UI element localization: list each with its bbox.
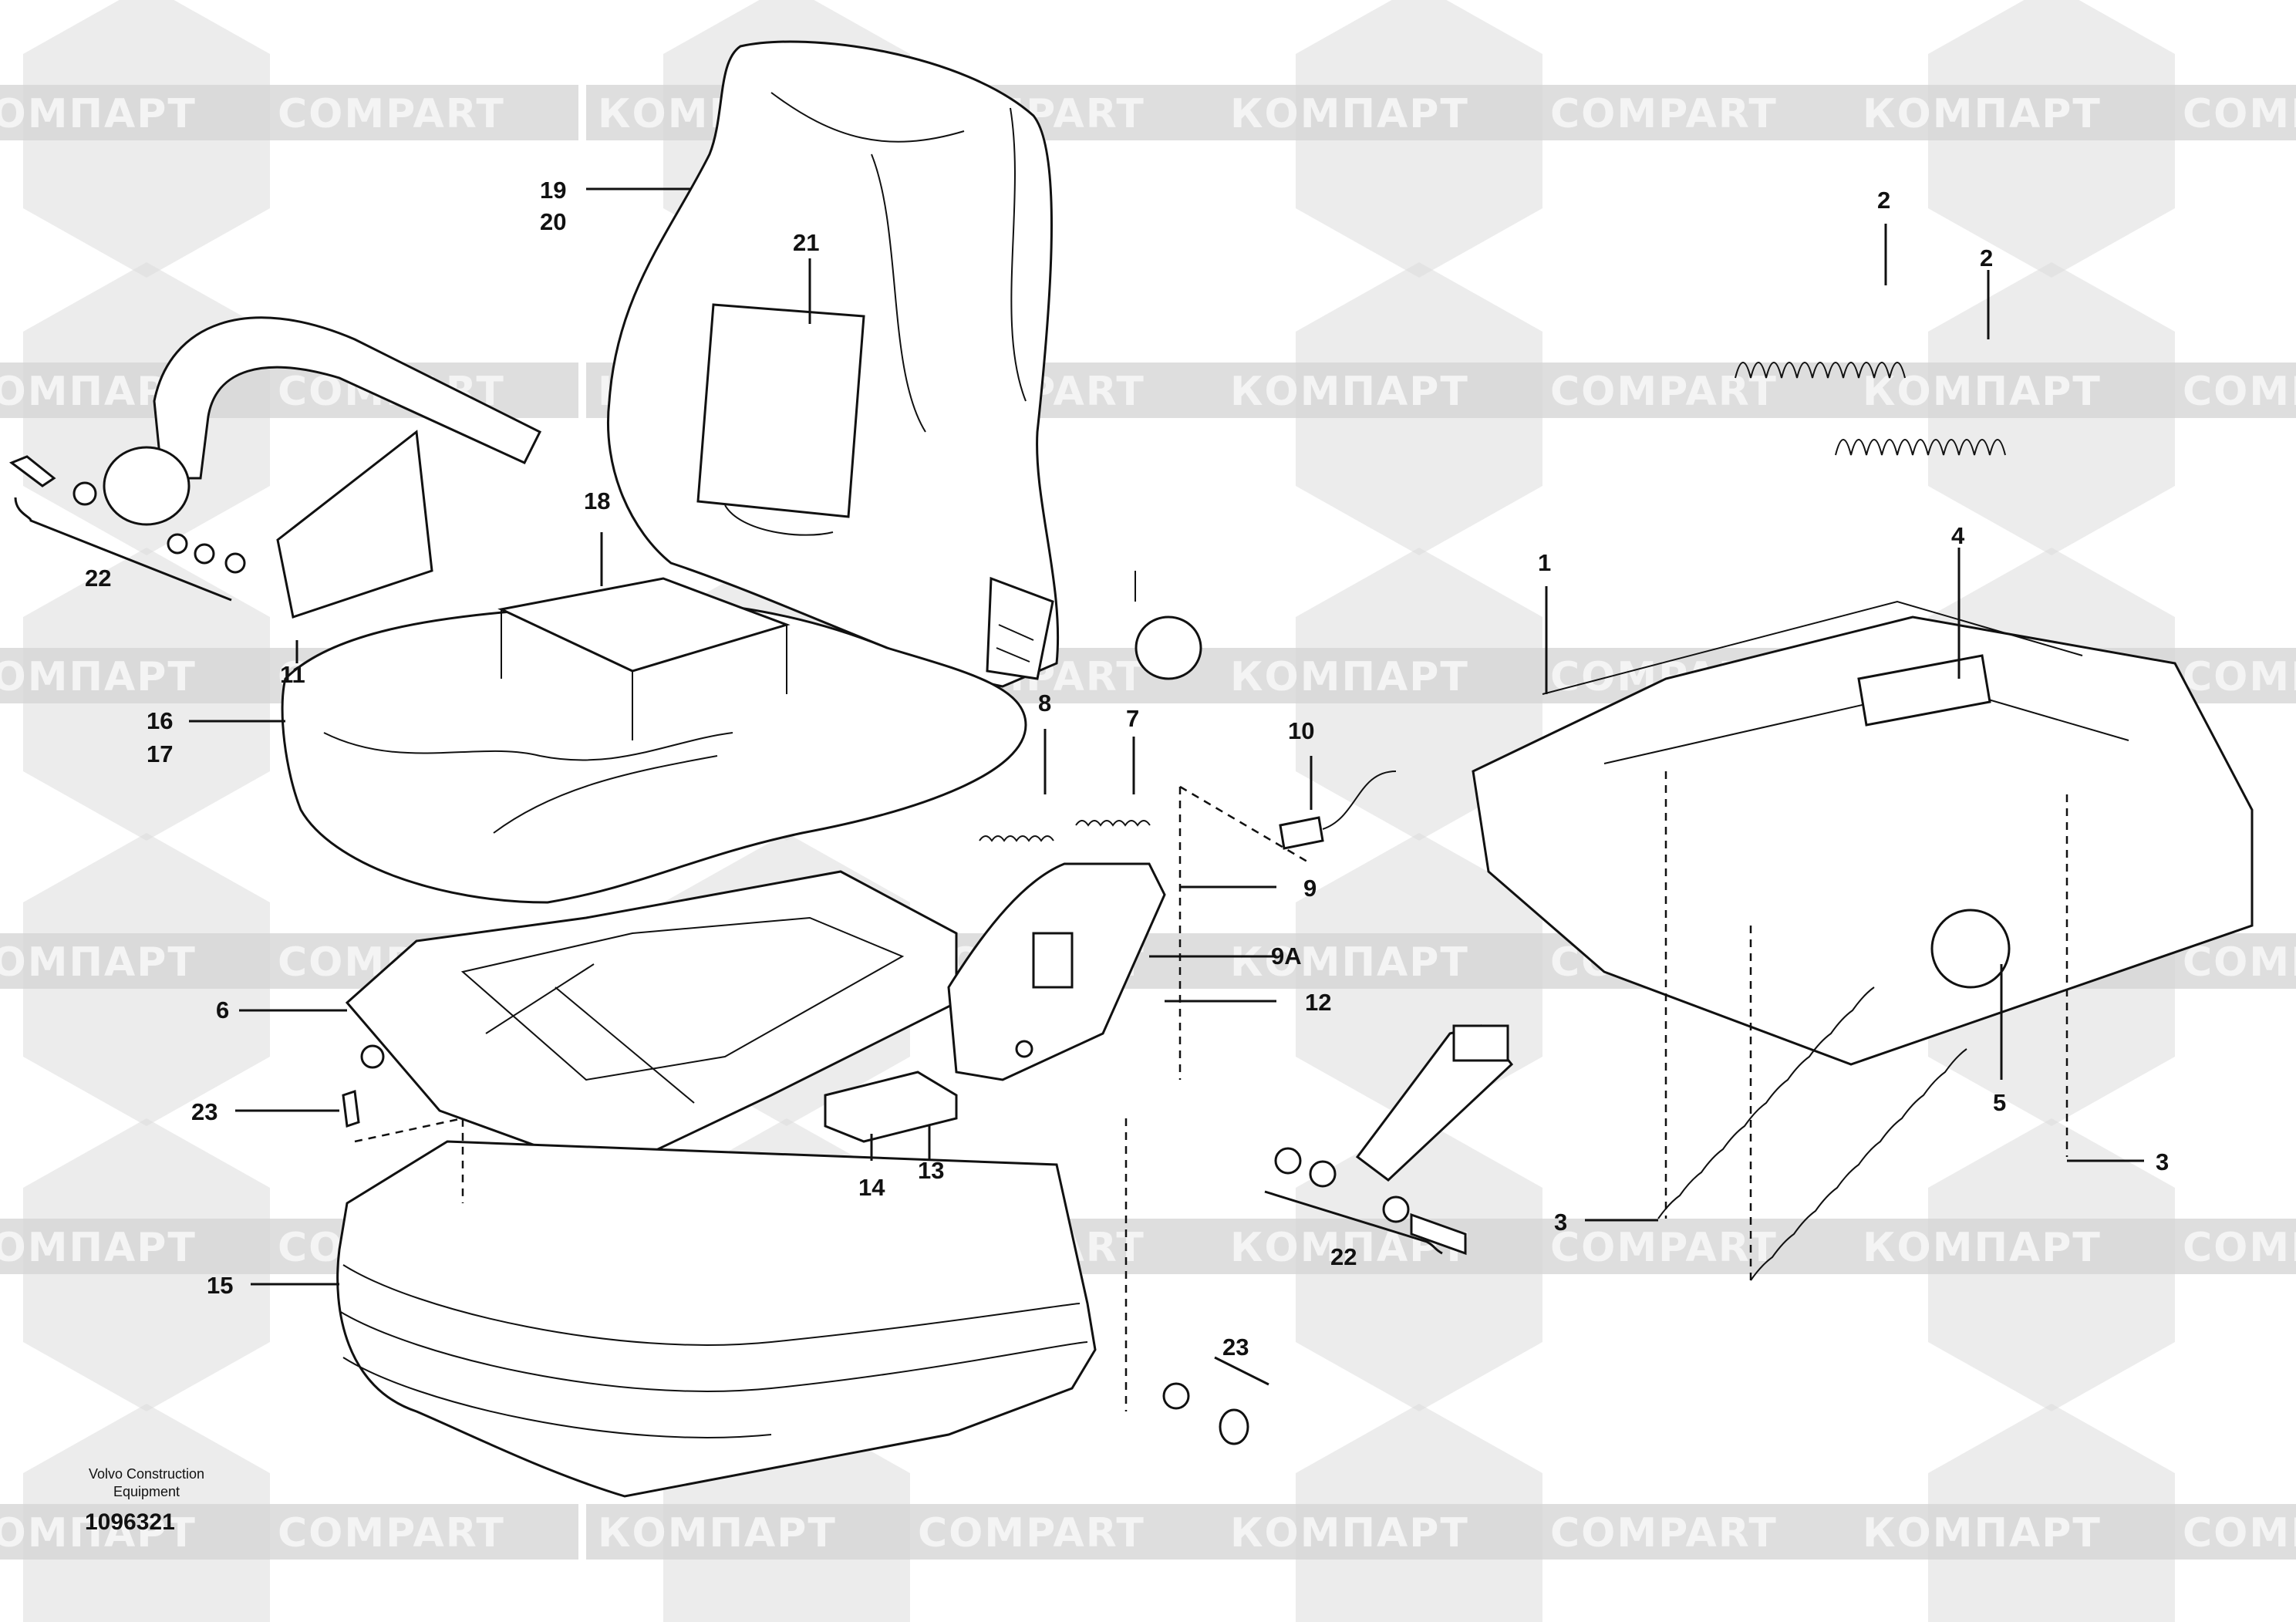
watermark-text-latin: COMPART [278, 91, 505, 137]
manufacturer-caption: Volvo Construction Equipment [46, 1465, 247, 1501]
backrest-lever [986, 576, 1054, 680]
callout-11: 11 [280, 661, 305, 688]
seat-belt-buckle-right [1355, 1024, 1514, 1182]
watermark-tile: КОМПАРТ COMPART [1851, 0, 2296, 278]
seat-frame [345, 870, 958, 1185]
manufacturer-line-1: Volvo Construction [88, 1466, 205, 1482]
watermark-text-latin: COMPART [1550, 369, 1778, 415]
lower-springs [1657, 986, 1967, 1281]
watermark-text-cyrillic: КОМПАРТ [0, 1225, 197, 1271]
bolts-left [8, 455, 246, 574]
callout-10: 10 [1288, 717, 1314, 744]
watermark-text-cyrillic: КОМПАРТ [0, 654, 197, 700]
callout-8: 8 [1038, 690, 1051, 717]
callout-23-right: 23 [1222, 1334, 1249, 1361]
watermark-text-cyrillic: КОМПАРТ [598, 1510, 837, 1556]
callout-22-left: 22 [85, 565, 111, 592]
watermark-text-latin: COMPART [2183, 369, 2296, 415]
watermark-text-cyrillic: КОМПАРТ [1230, 1510, 1469, 1556]
callout-14: 14 [858, 1174, 885, 1201]
callout-15: 15 [207, 1272, 233, 1299]
watermark-text-latin: COMPART [278, 1510, 505, 1556]
callout-3-left: 3 [1554, 1209, 1567, 1236]
watermark-text-latin: COMPART [2183, 654, 2296, 700]
leader-lines [14, 187, 2144, 1411]
callout-4: 4 [1951, 522, 1965, 549]
callout-12: 12 [1305, 989, 1331, 1016]
watermark-text-cyrillic: КОМПАРТ [1863, 1225, 2102, 1271]
callout-21: 21 [793, 229, 819, 256]
manufacturer-line-2: Equipment [113, 1484, 180, 1499]
watermark-text-latin: COMPART [2183, 939, 2296, 986]
watermark-text-cyrillic: КОМПАРТ [0, 91, 197, 137]
adjustment-knob [1135, 571, 1202, 680]
parts-layer [8, 40, 2254, 1498]
callout-9a: 9A [1271, 943, 1302, 969]
watermark-text-cyrillic: КОМПАРТ [0, 1510, 197, 1556]
watermark-text-latin: COMPART [1550, 1225, 1778, 1271]
watermark-text-cyrillic: КОМПАРТ [1230, 369, 1469, 415]
callout-5: 5 [1993, 1089, 2006, 1116]
watermark-text-cyrillic: КОМПАРТ [1230, 654, 1469, 700]
suspension-base [1472, 600, 2254, 1066]
callout-3-right: 3 [2156, 1148, 2169, 1175]
callout-17: 17 [147, 740, 173, 767]
watermark-tile: КОМПАРТ COMPART [1219, 262, 1851, 555]
switch-connector [1279, 771, 1397, 850]
callout-18: 18 [584, 487, 610, 514]
suspension-bellows [336, 1140, 1097, 1498]
callout-16: 16 [147, 707, 173, 734]
watermark-text-latin: COMPART [1550, 1510, 1778, 1556]
callout-19: 19 [540, 177, 566, 204]
watermark-tile: КОМПАРТ COMPART [1219, 0, 1851, 278]
watermark-text-cyrillic: КОМПАРТ [1230, 939, 1469, 986]
callout-2-right: 2 [1980, 244, 1993, 271]
watermark-tile: КОМПАРТ COMPART [1851, 262, 2296, 555]
watermark-text-latin: COMPART [918, 1510, 1145, 1556]
callout-7: 7 [1126, 705, 1139, 732]
watermark-tile: КОМПАРТ COMPART [0, 1404, 578, 1622]
callout-9: 9 [1303, 875, 1317, 902]
side-bracket [947, 862, 1166, 1081]
watermark-text-latin: COMPART [2183, 91, 2296, 137]
drawing-number: 1096321 [85, 1509, 175, 1535]
callout-1: 1 [1538, 549, 1551, 576]
seat-belt-left [103, 316, 542, 619]
watermark-text-cyrillic: КОМПАРТ [1863, 1510, 2102, 1556]
watermark-text-latin: COMPART [1550, 91, 1778, 137]
lumbar-pad [696, 303, 865, 536]
watermark-text-cyrillic: КОМПАРТ [0, 939, 197, 986]
callout-6: 6 [216, 996, 229, 1023]
watermark-text-cyrillic: КОМПАРТ [1863, 369, 2102, 415]
watermark-text-cyrillic: КОМПАРТ [1230, 91, 1469, 137]
watermark-text-latin: COMPART [2183, 1510, 2296, 1556]
callout-13: 13 [918, 1157, 944, 1184]
watermark-tile: КОМПАРТ COMPART [1851, 1118, 2296, 1411]
upper-springs [1735, 362, 2006, 456]
watermark-tile: КОМПАРТ COMPART [1219, 1404, 1851, 1622]
small-springs [979, 820, 1151, 842]
callout-2-left: 2 [1877, 187, 1890, 214]
watermark-tile: КОМПАРТ COMPART [1851, 1404, 2296, 1622]
watermark-text-cyrillic: КОМПАРТ [1863, 91, 2102, 137]
callout-23-left: 23 [191, 1098, 217, 1125]
watermark-tile: КОМПАРТ COMPART [0, 0, 578, 278]
callout-labels: 19 20 21 18 16 17 11 22 6 8 7 10 9 9A 12… [85, 177, 2169, 1361]
callout-20: 20 [540, 208, 566, 235]
adjust-lever [824, 1071, 958, 1143]
watermark-text-latin: COMPART [2183, 1225, 2296, 1271]
callout-22-right: 22 [1330, 1243, 1357, 1270]
cushion-insert-pad [497, 577, 791, 740]
fasteners-23 [342, 1089, 1249, 1445]
bolts-right [1274, 1147, 1467, 1256]
